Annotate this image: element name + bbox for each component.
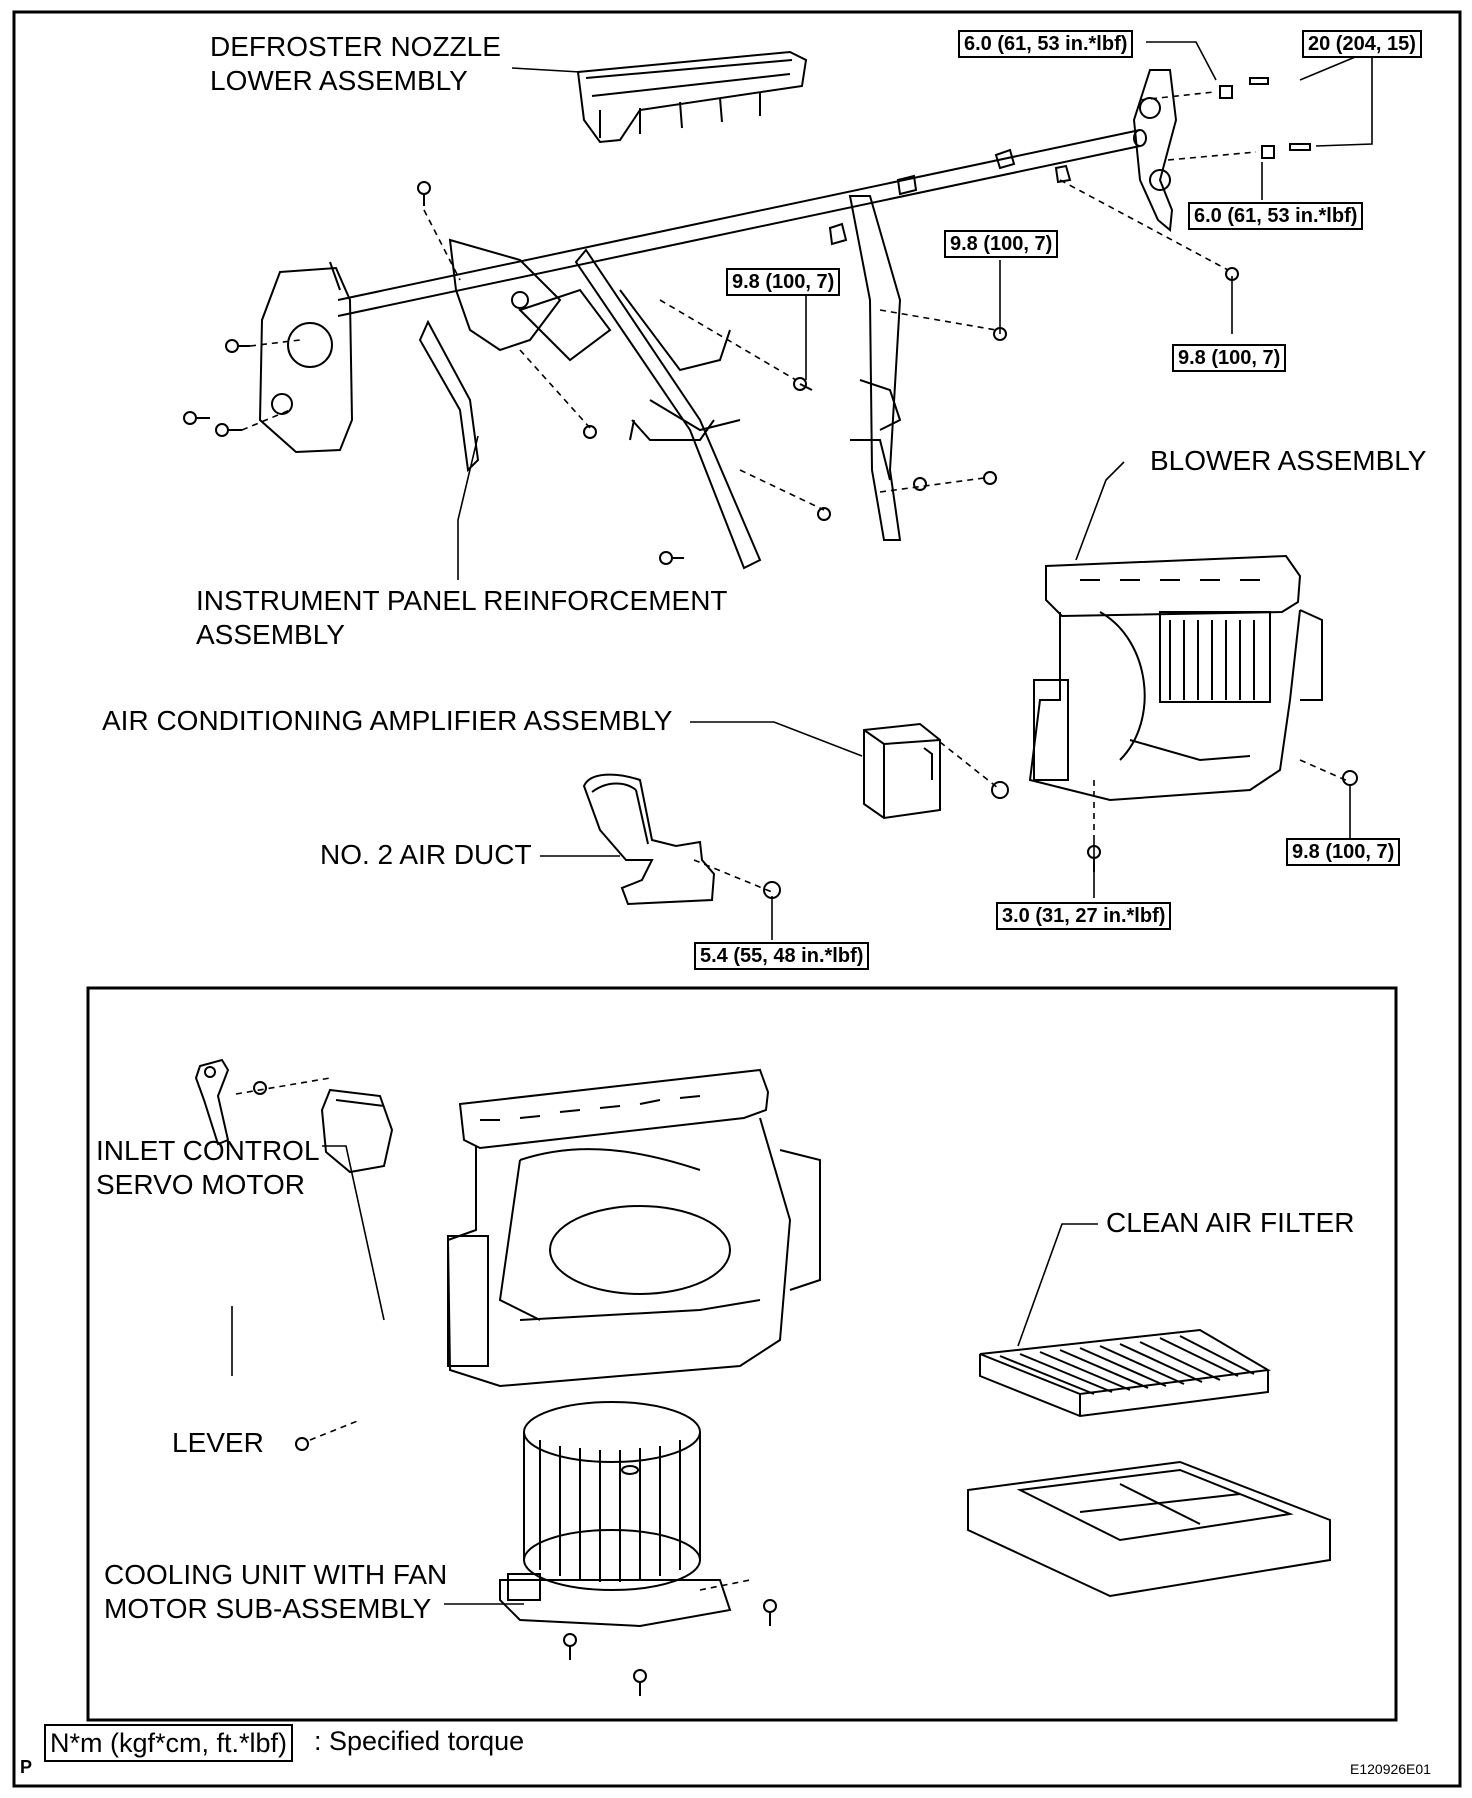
instrument-panel-reinforcement-part [258,69,1178,570]
label-cooling-unit: COOLING UNIT WITH FAN MOTOR SUB-ASSEMBLY [104,1559,448,1624]
label-ac-amplifier: AIR CONDITIONING AMPLIFIER ASSEMBLY [102,705,673,736]
torque-callout: 9.8 (100, 7) [1172,344,1287,372]
blower-detail-frame [86,986,1398,1722]
defroster-nozzle-part [576,50,808,144]
no2-air-duct-part [582,773,781,906]
ac-amplifier-part [863,722,1009,820]
torque-callout: 5.4 (55, 48 in.*lbf) [694,942,870,970]
label-defroster-nozzle: DEFROSTER NOZZLE LOWER ASSEMBLY [210,31,501,96]
blower-case-detail-part [446,1068,821,1388]
clean-air-filter-part [967,1328,1331,1598]
torque-callout: 9.8 (100, 7) [1286,838,1401,866]
servo-motor-part [253,1081,394,1451]
torque-callout: 20 (204, 15) [1302,30,1422,58]
figure-code: E120926E01 [1350,1761,1431,1777]
torque-callout: 9.8 (100, 7) [726,268,841,296]
blower-assembly-part [1028,554,1323,802]
installation-lines [235,91,1351,1591]
bolts-group [183,77,1311,565]
label-inlet-servo: INLET CONTROL SERVO MOTOR [96,1135,320,1200]
label-blower-assembly: BLOWER ASSEMBLY [1150,445,1427,476]
corner-mark-left: P [20,1757,33,1777]
fan-motor-part [499,1401,777,1696]
label-lever: LEVER [172,1427,264,1458]
torque-callout: 3.0 (31, 27 in.*lbf) [996,902,1172,930]
blower-bolts [1087,770,1358,872]
torque-callout: 6.0 (61, 53 in.*lbf) [1188,202,1364,230]
outer-frame [12,10,1462,1788]
label-no2-air-duct: NO. 2 AIR DUCT [320,839,532,870]
lever-part [194,1058,230,1146]
torque-unit-legend: N*m (kgf*cm, ft.*lbf) [44,1724,294,1762]
label-instrument-panel: INSTRUMENT PANEL REINFORCEMENT ASSEMBLY [196,585,728,650]
torque-callout: 6.0 (61, 53 in.*lbf) [958,30,1134,58]
label-clean-air-filter: CLEAN AIR FILTER [1106,1207,1355,1238]
torque-legend-text: : Specified torque [314,1726,525,1756]
torque-callout: 9.8 (100, 7) [944,230,1059,258]
